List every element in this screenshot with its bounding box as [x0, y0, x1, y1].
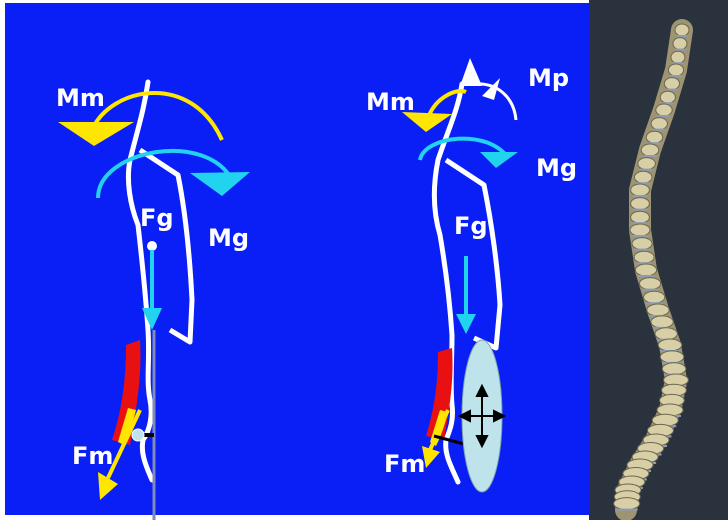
vertebra	[651, 316, 673, 328]
right-mg-label: Mg	[536, 154, 577, 182]
vertebra	[641, 144, 659, 156]
intervertebral-disc	[658, 115, 670, 117]
vertebra	[631, 211, 650, 223]
vertebra	[631, 184, 650, 196]
right-fm-label: Fm	[384, 450, 425, 478]
vertebra	[668, 64, 683, 76]
right-mp-label: Mp	[528, 64, 569, 92]
vertebra	[631, 198, 650, 210]
left-fm-label: Fm	[72, 442, 113, 470]
intervertebral-disc	[641, 289, 658, 291]
vertebra	[635, 264, 656, 276]
intervertebral-disc	[616, 509, 638, 511]
intervertebral-disc	[643, 155, 657, 157]
intervertebral-disc	[670, 75, 681, 77]
vertebra	[634, 171, 652, 183]
intervertebral-disc	[633, 209, 648, 211]
right-fg-label: Fg	[454, 212, 488, 240]
vertebra	[632, 238, 652, 250]
vertebra	[639, 278, 660, 290]
vertebra	[664, 78, 679, 90]
vertebra	[662, 363, 686, 375]
vertebra	[673, 38, 687, 50]
intervertebral-disc	[634, 249, 650, 251]
intervertebral-disc	[637, 275, 654, 277]
left-fg-label: Fg	[140, 204, 174, 232]
vertebra	[634, 251, 654, 263]
vertebra	[630, 224, 650, 236]
vertebra	[655, 328, 677, 340]
vertebra	[644, 291, 665, 303]
vertebra	[660, 351, 684, 363]
left-joint-point	[132, 429, 144, 441]
vertebra	[646, 131, 662, 143]
intervertebral-disc	[632, 235, 648, 237]
vertebra	[614, 498, 640, 510]
vertebra	[660, 91, 675, 103]
intervertebral-disc	[666, 89, 677, 91]
vertebra	[656, 104, 672, 116]
intervertebral-disc	[640, 169, 654, 171]
vertebra	[638, 158, 656, 170]
left-center-of-gravity	[147, 241, 157, 251]
vertebra	[671, 51, 685, 63]
vertebra	[647, 304, 669, 316]
left-mm-label: Mm	[56, 84, 105, 112]
vertebra	[651, 118, 667, 130]
intervertebral-disc	[675, 49, 685, 51]
intervertebral-disc	[677, 35, 687, 37]
vertebra	[675, 24, 689, 36]
right-mm-label: Mm	[366, 88, 415, 116]
intervertebral-disc	[653, 129, 665, 131]
intervertebral-disc	[633, 195, 648, 197]
left-mg-label: Mg	[208, 224, 249, 252]
vertebra	[658, 339, 682, 351]
